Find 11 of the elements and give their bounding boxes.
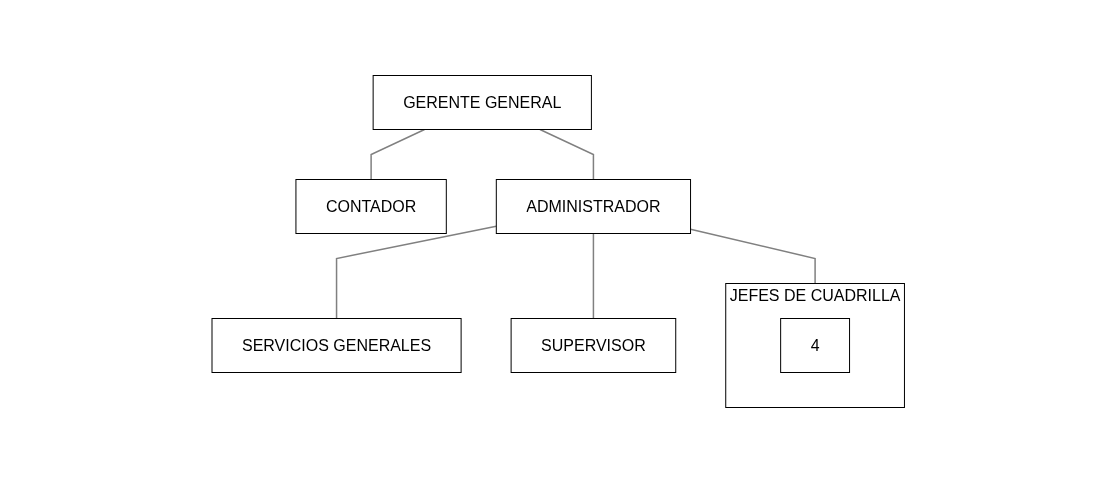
node-box: SUPERVISOR	[510, 318, 677, 373]
node-box: GERENTE GENERAL	[372, 75, 593, 130]
node-box: SERVICIOS GENERALES	[211, 318, 462, 373]
node-box: 4	[780, 318, 851, 373]
connector	[592, 232, 595, 320]
node-box: CONTADOR	[295, 179, 448, 234]
connector	[539, 128, 595, 181]
node-box: ADMINISTRADOR	[496, 179, 692, 234]
connector	[370, 128, 426, 181]
connector	[690, 228, 817, 285]
connector	[336, 225, 498, 320]
